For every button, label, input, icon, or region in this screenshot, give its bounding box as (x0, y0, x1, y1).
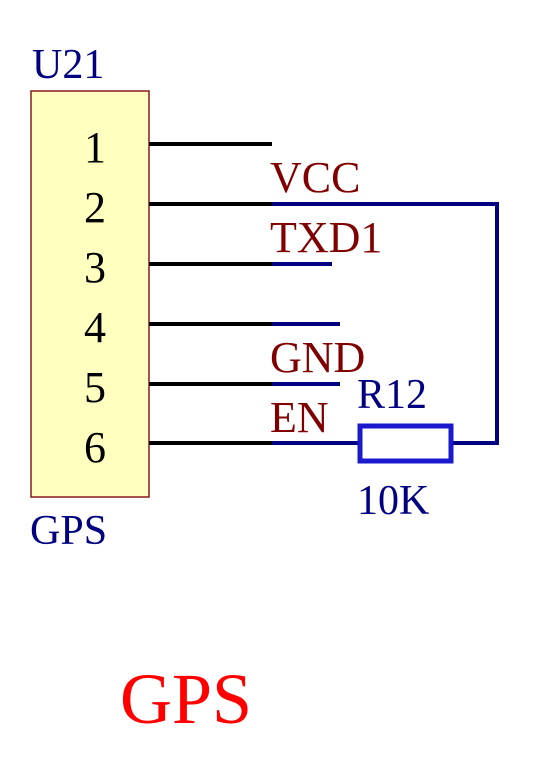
pin-number-4: 4 (84, 303, 106, 352)
resistor-body (357, 423, 454, 464)
wires (268, 202, 499, 445)
component-comment: GPS (30, 508, 107, 554)
pin-number-2: 2 (84, 183, 106, 232)
pin-number-5: 5 (84, 363, 106, 412)
net-label-gnd: GND (270, 333, 365, 382)
sheet-title: GPS (120, 659, 252, 739)
net-label-txd1: TXD1 (270, 213, 382, 262)
pin-number-1: 1 (84, 123, 106, 172)
net-label-vcc: VCC (270, 153, 360, 202)
pin-number-6: 6 (84, 423, 106, 472)
pin-number-3: 3 (84, 243, 106, 292)
resistor-designator: R12 (357, 372, 427, 418)
component-designator: U21 (32, 42, 104, 88)
resistor-value: 10K (357, 478, 429, 524)
pins (149, 142, 272, 445)
net-label-en: EN (270, 393, 329, 442)
connector-body (30, 90, 150, 498)
wire-txd1-pullup (268, 202, 499, 445)
